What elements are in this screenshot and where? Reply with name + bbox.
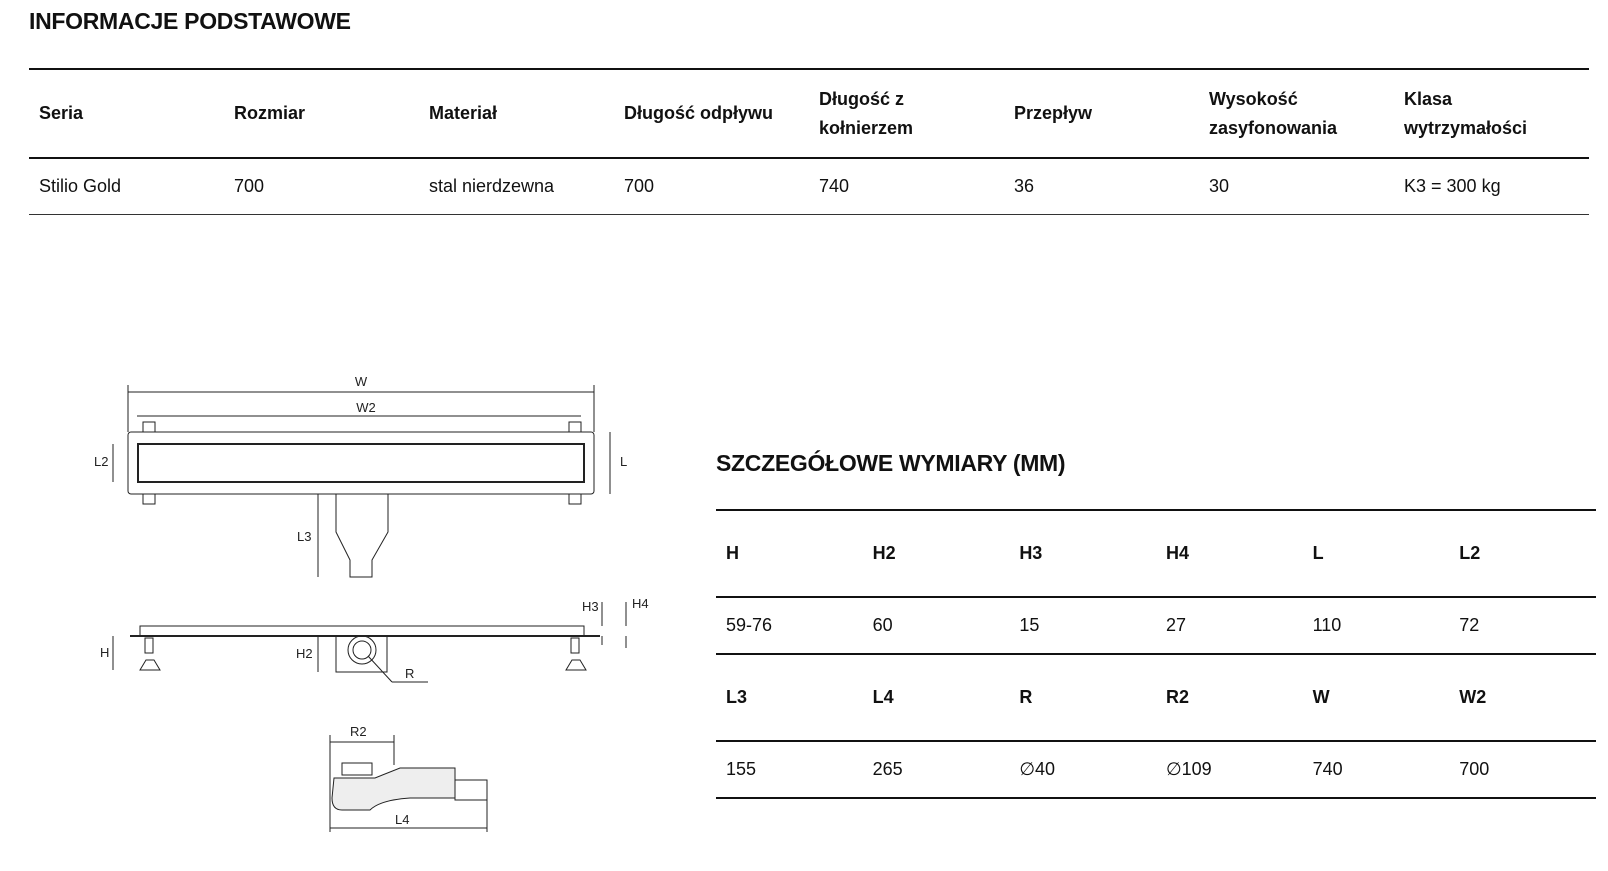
cell-r: ∅40 bbox=[1019, 759, 1056, 779]
label-l2: L2 bbox=[94, 454, 108, 469]
cell-w: 740 bbox=[1312, 759, 1343, 779]
header-wysokosc-zasyfonowania: Wysokość zasyfonowania bbox=[1209, 88, 1338, 138]
header-h3: H3 bbox=[1019, 543, 1043, 563]
label-h3: H3 bbox=[582, 599, 599, 614]
label-l4: L4 bbox=[395, 812, 409, 827]
table-header-row: L3 L4 R R2 W W2 bbox=[716, 654, 1596, 741]
cell-h3: 15 bbox=[1019, 615, 1040, 635]
label-w: W bbox=[355, 374, 368, 389]
header-w2: W2 bbox=[1459, 687, 1487, 707]
header-w: W bbox=[1312, 687, 1330, 707]
cell-wysokosc: 30 bbox=[1209, 175, 1230, 196]
label-h4: H4 bbox=[632, 596, 649, 611]
header-rozmiar: Rozmiar bbox=[234, 103, 306, 123]
header-klasa: Klasa wytrzymałości bbox=[1404, 88, 1528, 138]
details-table: H H2 H3 H4 L L2 59-76 60 15 27 110 72 L3… bbox=[716, 509, 1596, 799]
table-header-row: H H2 H3 H4 L L2 bbox=[716, 510, 1596, 597]
cell-w2: 700 bbox=[1459, 759, 1490, 779]
header-seria: Seria bbox=[39, 103, 84, 123]
table-row: Stilio Gold 700 stal nierdzewna 700 740 … bbox=[29, 158, 1589, 214]
header-przeplyw: Przepływ bbox=[1014, 103, 1093, 123]
details-title: SZCZEGÓŁOWE WYMIARY (MM) bbox=[716, 450, 1066, 476]
basic-info-table: Seria Rozmiar Materiał Długość odpływu D… bbox=[29, 68, 1589, 215]
table-row: 155 265 ∅40 ∅109 740 700 bbox=[716, 741, 1596, 798]
header-dlugosc-z-kolnierzem: Długość z kołnierzem bbox=[819, 88, 914, 138]
header-l4: L4 bbox=[872, 687, 894, 707]
cell-dlugosc-z-kolnierzem: 740 bbox=[819, 175, 850, 196]
technical-drawing: W W2 L2 L L3 R H H2 H3 H4 R2 L4 bbox=[94, 374, 649, 832]
cell-h2: 60 bbox=[872, 615, 893, 635]
header-material: Materiał bbox=[429, 103, 498, 123]
cell-l: 110 bbox=[1312, 615, 1342, 635]
label-r2: R2 bbox=[350, 724, 367, 739]
table-header-row: Seria Rozmiar Materiał Długość odpływu D… bbox=[29, 69, 1589, 158]
cell-l3: 155 bbox=[726, 759, 757, 779]
cell-r2: ∅109 bbox=[1165, 759, 1212, 779]
label-h: H bbox=[100, 645, 109, 660]
header-h: H bbox=[726, 543, 739, 563]
header-r2: R2 bbox=[1165, 687, 1189, 707]
header-l3: L3 bbox=[726, 687, 748, 707]
label-h2: H2 bbox=[296, 646, 313, 661]
header-h4: H4 bbox=[1165, 543, 1189, 563]
cell-l4: 265 bbox=[872, 759, 903, 779]
label-l: L bbox=[620, 454, 627, 469]
header-l2: L2 bbox=[1459, 543, 1481, 563]
label-r: R bbox=[405, 666, 414, 681]
header-r: R bbox=[1019, 687, 1033, 707]
cell-przeplyw: 36 bbox=[1014, 175, 1035, 196]
cell-h: 59-76 bbox=[726, 615, 773, 635]
cell-material: stal nierdzewna bbox=[429, 175, 555, 196]
basic-info-title: INFORMACJE PODSTAWOWE bbox=[29, 8, 351, 34]
cell-h4: 27 bbox=[1165, 615, 1186, 635]
cell-seria: Stilio Gold bbox=[39, 175, 122, 196]
cell-rozmiar: 700 bbox=[234, 175, 265, 196]
cell-dlugosc-odplywu: 700 bbox=[624, 175, 655, 196]
table-row: 59-76 60 15 27 110 72 bbox=[716, 597, 1596, 654]
cell-klasa: K3 = 300 kg bbox=[1404, 175, 1501, 196]
header-l: L bbox=[1312, 543, 1324, 563]
header-h2: H2 bbox=[872, 543, 896, 563]
label-l3: L3 bbox=[297, 529, 311, 544]
label-w2: W2 bbox=[356, 400, 376, 415]
cell-l2: 72 bbox=[1459, 615, 1480, 635]
header-dlugosc-odplywu: Długość odpływu bbox=[624, 103, 774, 123]
